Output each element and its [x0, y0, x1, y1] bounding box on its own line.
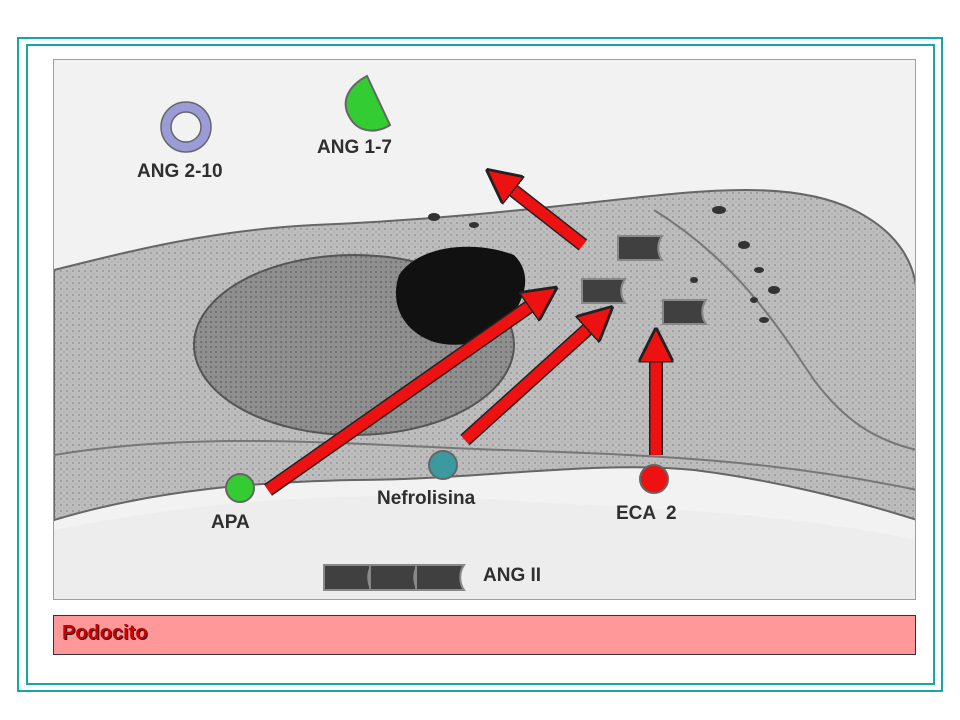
label-eca2: ECA 2: [616, 503, 677, 524]
label-ang-ii: ANG II: [483, 565, 542, 586]
inner-frame: [26, 44, 935, 685]
ang-ii-chain: [323, 564, 466, 591]
label-apa: APA: [211, 512, 250, 533]
label-ang-2-10: ANG 2-10: [137, 161, 223, 182]
nucleolus: [395, 246, 526, 345]
podocito-label: Podocito: [62, 622, 148, 644]
podocito-bar: Podocito: [53, 615, 916, 655]
lumen: [54, 496, 915, 599]
membrane-line: [653, 209, 915, 451]
peptide-fragments: [581, 235, 708, 325]
label-nefrolisina: Nefrolisina: [377, 488, 476, 509]
nefrolisina-dot: [428, 450, 458, 480]
outer-frame: [17, 37, 943, 692]
membrane-line: [54, 439, 915, 491]
ang-1-7-shape: [344, 74, 392, 132]
apa-dot: [225, 473, 255, 503]
ang-2-10-ring: [161, 102, 211, 152]
organelles: [428, 206, 780, 323]
eca2-dot: [639, 464, 669, 494]
electron-micrograph: [53, 59, 916, 600]
label-ang-1-7: ANG 1-7: [317, 137, 392, 158]
